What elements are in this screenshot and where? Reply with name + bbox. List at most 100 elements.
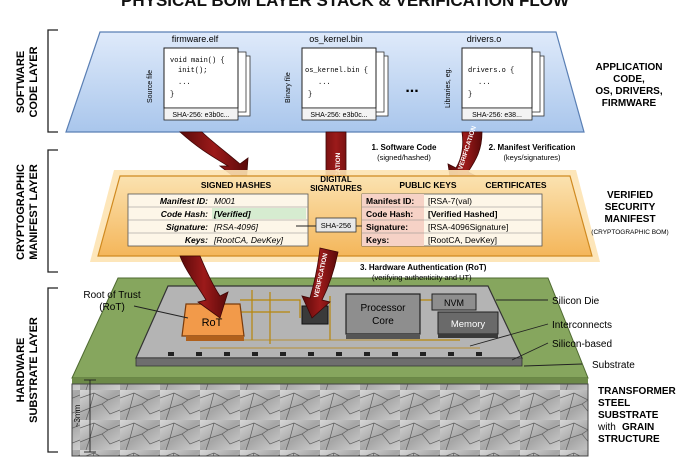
svg-text:TRANSFORMER: TRANSFORMER [598, 386, 677, 397]
processor-core: Processor Core [345, 293, 421, 339]
manifest-value: M001 [214, 196, 236, 206]
callout-silicon-die: Silicon Die [496, 296, 600, 307]
svg-text:CODE,: CODE, [613, 74, 645, 85]
svg-text:(signed/hashed): (signed/hashed) [377, 153, 431, 162]
svg-text:Processor: Processor [360, 303, 406, 314]
page-title: PHYSICAL BOM LAYER STACK & VERIFICATION … [121, 0, 570, 10]
manifest-value: [RootCA, DevKey] [213, 235, 284, 245]
file-name: firmware.elf [172, 34, 219, 44]
svg-text:RoT: RoT [202, 317, 223, 329]
svg-text:Silicon-based: Silicon-based [552, 339, 612, 350]
manifest-table-right: Manifest ID: [RSA-7(val) Code Hash: [Ver… [361, 193, 543, 247]
svg-text:STEEL: STEEL [598, 398, 630, 409]
file-hash: SHA-256: e38... [472, 112, 522, 119]
bond-pads [168, 352, 482, 356]
svg-text:FIRMWARE: FIRMWARE [602, 98, 657, 109]
svg-text:HARDWARE: HARDWARE [15, 338, 27, 403]
file-type-label: Source file [147, 70, 154, 103]
header-signed-hashes: SIGNED HASHES [201, 180, 272, 190]
svg-text:Silicon Die: Silicon Die [552, 296, 600, 307]
layer-bracket-software [47, 29, 58, 133]
code-line: drivers.o { [468, 67, 514, 75]
svg-text:Memory: Memory [451, 319, 486, 330]
label-application-code: APPLICATION CODE, OS, DRIVERS, FIRMWARE [595, 62, 662, 109]
svg-text:Core: Core [372, 316, 394, 327]
svg-text:(keys/signatures): (keys/signatures) [503, 153, 561, 162]
svg-text:with: with [597, 422, 616, 433]
manifest-table-left: Manifest ID: M001 Code Hash: [Verified] … [127, 193, 309, 247]
svg-text:MANIFEST LAYER: MANIFEST LAYER [28, 164, 40, 260]
layer-bracket-hardware [47, 287, 58, 453]
header-digital-signatures: DIGITAL SIGNATURES [310, 175, 363, 193]
layer-label-crypto: CRYPTOGRAPHIC MANIFEST LAYER [15, 164, 40, 260]
svg-text:SOFTWARE: SOFTWARE [15, 51, 27, 113]
manifest-key: Code Hash: [366, 209, 413, 219]
layer-label-software: SOFTWARE CODE LAYER [15, 46, 40, 117]
code-line: ... [178, 79, 191, 87]
flow-step-2: 2. Manifest Verification (keys/signature… [489, 143, 576, 162]
arrow-sha-to-chip [301, 247, 339, 319]
code-line: ... [478, 79, 491, 87]
flow-step-3: 3. Hardware Authentication (RoT) (verify… [360, 263, 487, 282]
rot-chip: RoT [181, 303, 245, 341]
file-name: os_kernel.bin [309, 34, 363, 44]
svg-text:Root of Trust: Root of Trust [83, 290, 140, 301]
header-certificates: CERTIFICATES [485, 180, 547, 190]
arrow-hashes-to-rot [179, 255, 229, 319]
file-card-firmware: firmware.elf Source file void main() { i… [147, 34, 251, 121]
svg-text:(verifying authenticity and UT: (verifying authenticity and UT) [372, 273, 472, 282]
steel-top-edge [72, 378, 588, 384]
thickness-indicator: ~3mm [73, 379, 96, 453]
code-line: } [170, 91, 174, 99]
file-type-label: Binary file [285, 72, 292, 103]
manifest-key: Signature: [166, 222, 208, 232]
svg-text:GRAIN: GRAIN [622, 422, 654, 433]
more-files-ellipsis: ... [405, 79, 418, 96]
manifest-value: [RSA-7(val) [428, 196, 472, 206]
file-card-drivers: drivers.o Libraries, eg. drivers.o { ...… [445, 34, 545, 121]
header-public-keys: PUBLIC KEYS [399, 180, 456, 190]
manifest-key: Keys: [366, 235, 389, 245]
svg-text:2. Manifest Verification: 2. Manifest Verification [489, 143, 576, 152]
svg-text:~3mm: ~3mm [73, 404, 82, 427]
file-name: drivers.o [467, 34, 502, 44]
svg-text:STRUCTURE: STRUCTURE [598, 434, 660, 445]
file-type-label: Libraries, eg. [445, 67, 452, 108]
callout-interconnects: Interconnects [469, 320, 612, 347]
code-line: } [468, 91, 472, 99]
code-line: os_kernel.bin { [305, 67, 368, 75]
svg-text:DIGITAL: DIGITAL [320, 175, 352, 184]
manifest-key: Manifest ID: [366, 196, 414, 206]
svg-text:SIGNATURES: SIGNATURES [310, 184, 363, 193]
label-root-of-trust: Root of Trust (RoT) [83, 290, 189, 319]
svg-text:CRYPTOGRAPHIC: CRYPTOGRAPHIC [15, 164, 27, 260]
memory-block: Memory [437, 311, 499, 338]
layer-label-hardware: HARDWARE SUBSTRATE LAYER [15, 317, 40, 423]
svg-text:APPLICATION: APPLICATION [595, 62, 662, 73]
nvm-block: NVM [431, 293, 477, 311]
svg-text:NVM: NVM [444, 298, 464, 308]
file-card-os-kernel: os_kernel.bin Binary file os_kernel.bin … [285, 34, 389, 121]
svg-text:SUBSTRATE: SUBSTRATE [598, 410, 659, 421]
manifest-value: [Verified Hashed] [428, 209, 498, 219]
svg-text:SHA-256: SHA-256 [321, 221, 351, 230]
file-hash: SHA-256: e3b0c... [172, 112, 229, 119]
callout-substrate: Substrate [523, 360, 635, 371]
label-verified-manifest: VERIFIED SECURITY MANIFEST (CRYPTOGRAPHI… [591, 190, 668, 236]
flow-step-1: 1. Software Code (signed/hashed) [372, 143, 437, 162]
code-line: init(); [178, 67, 207, 75]
svg-text:OS, DRIVERS,: OS, DRIVERS, [595, 86, 662, 97]
code-line: void main() { [170, 57, 225, 65]
svg-text:Interconnects: Interconnects [552, 320, 612, 331]
die-bottom-edge [135, 357, 523, 367]
svg-text:(CRYPTOGRAPHIC BOM): (CRYPTOGRAPHIC BOM) [591, 229, 668, 236]
manifest-value: [RootCA, DevKey] [428, 235, 497, 245]
svg-text:CODE LAYER: CODE LAYER [28, 46, 40, 117]
manifest-key: Keys: [185, 235, 208, 245]
manifest-key: Manifest ID: [160, 196, 208, 206]
svg-text:(RoT): (RoT) [99, 302, 125, 313]
layer-bracket-crypto [47, 149, 58, 273]
svg-text:1. Software Code: 1. Software Code [372, 143, 437, 152]
svg-text:3. Hardware Authentication (Ro: 3. Hardware Authentication (RoT) [360, 263, 487, 272]
